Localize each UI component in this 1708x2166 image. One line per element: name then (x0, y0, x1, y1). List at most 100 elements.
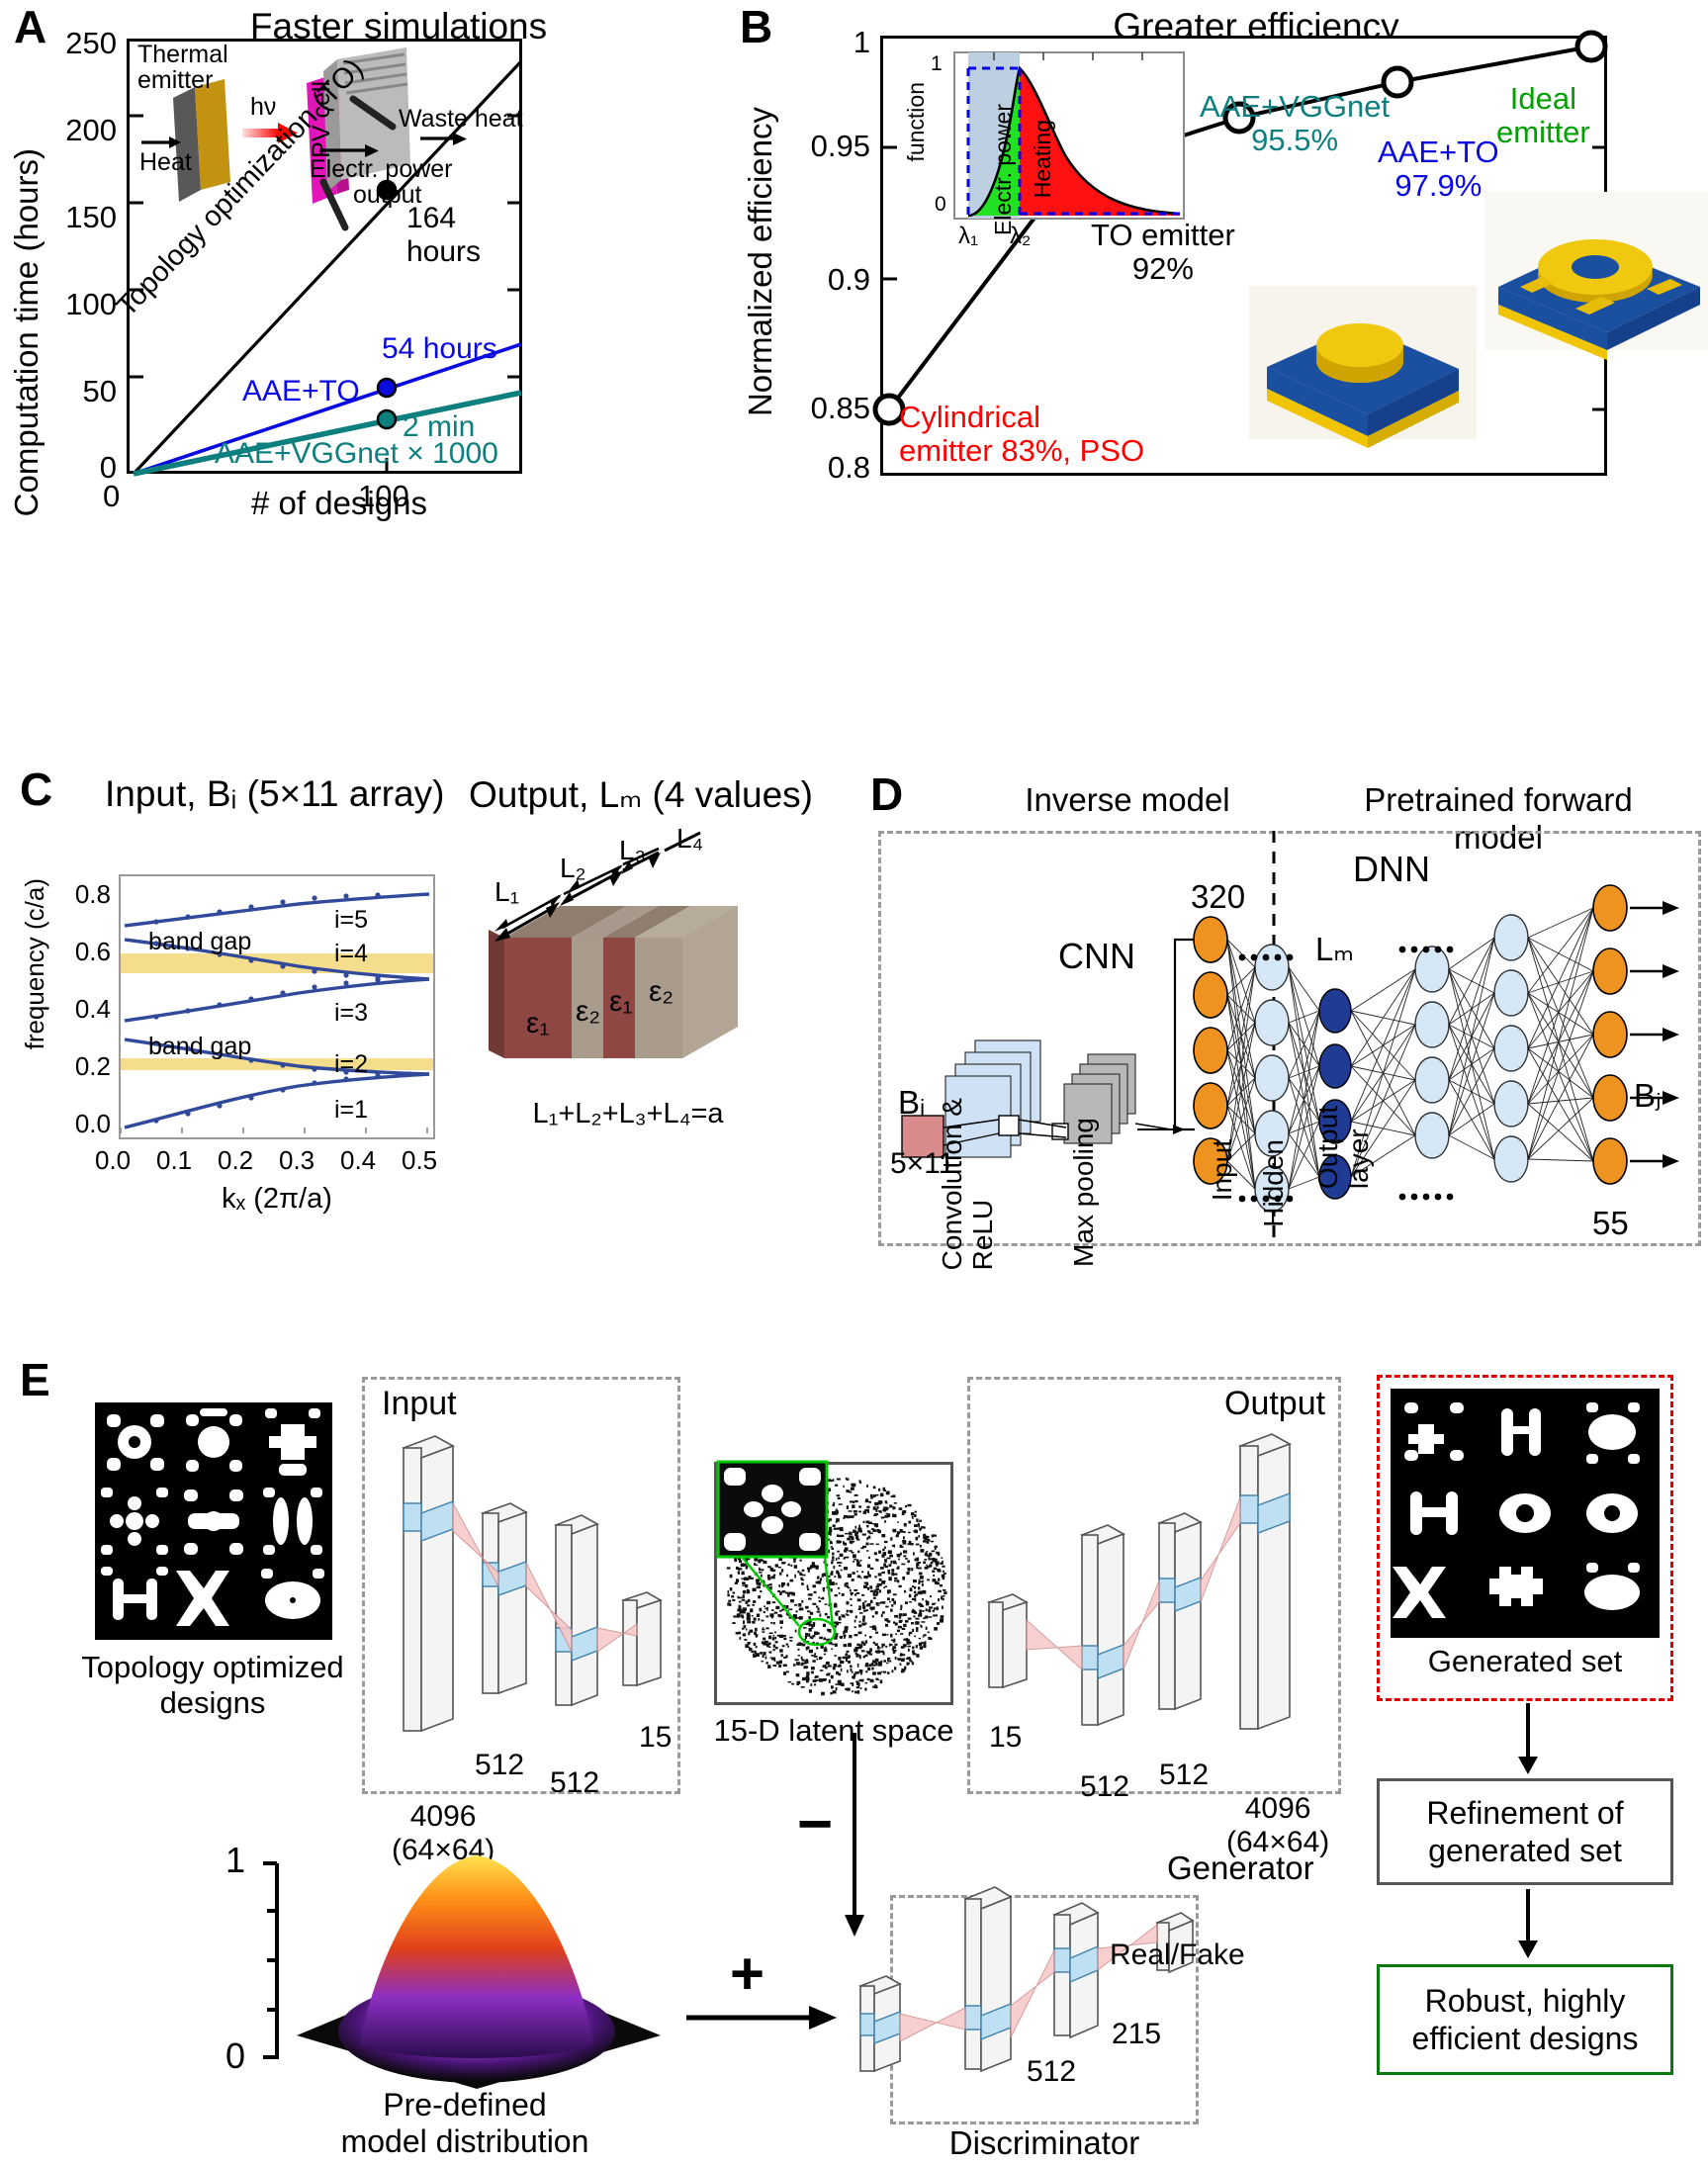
panel-e-latent-scatter (726, 1477, 947, 1696)
panel-c-eps2-b-label: ε₂ (649, 975, 674, 1008)
panel-e-arrow-minus-down (845, 1733, 864, 1937)
panel-d-model-box (878, 831, 1701, 1246)
panel-c-ytick-04: 0.4 (74, 994, 111, 1024)
panel-d-320-label: 320 (1191, 878, 1246, 915)
panel-e-generator-label: Generator (1167, 1850, 1314, 1886)
panel-e-gaussian-surface (297, 1855, 661, 2089)
panel-b-inset-heating-label: Heating (1030, 120, 1055, 199)
panel-d-max-pooling-label: Max pooling (1068, 1118, 1099, 1267)
panel-c-letter: C (20, 764, 53, 815)
panel-c-band-label-i2: i=2 (334, 1050, 369, 1078)
panel-c-band-label-i3: i=3 (334, 999, 369, 1027)
panel-e-encoder-size-15: 15 (639, 1721, 673, 1754)
panel-b-to-emitter-render (1484, 192, 1708, 360)
panel-b-plot-area: function 1 0 (872, 30, 1708, 476)
panel-a-ytick-150: 150 (65, 200, 117, 234)
panel-c-band-label-i5: i=5 (334, 906, 369, 934)
panel-b-ytick-08: 0.8 (827, 450, 870, 485)
panel-d-bj-label: Bⱼ (1634, 1077, 1662, 1114)
panel-a-ytick-0: 0 (99, 450, 117, 485)
panel-c-band-svg (120, 892, 433, 1133)
panel-a-waste-heat-label: Waste heat (399, 105, 523, 133)
panel-e-encoder-size-512b: 512 (550, 1766, 600, 1799)
panel-b-letter: B (740, 1, 773, 52)
panel-b-inset-lambda1: λ₁ (958, 223, 979, 249)
panel-e-minus-symbol: − (797, 1790, 834, 1858)
panel-e-plus-symbol: + (730, 1940, 765, 2007)
panel-b-ytick-1: 1 (853, 25, 870, 59)
panel-b-inset-ybot: 0 (935, 193, 946, 216)
panel-e-input-label: Input (382, 1385, 457, 1422)
panel-a-ytick-250: 250 (65, 26, 117, 60)
panel-e-decoder-size-15: 15 (989, 1721, 1023, 1754)
panel-c-xtick-05: 0.5 (402, 1145, 438, 1175)
panel-b-cylindrical-emitter-render (1249, 286, 1477, 448)
panel-d-layer-input-label: Input (1207, 1139, 1237, 1202)
panel-c-xtick-01: 0.1 (156, 1145, 193, 1175)
panel-b-inset-spectrum: function 1 0 (903, 46, 1185, 249)
panel-c-xtick-03: 0.3 (279, 1145, 315, 1175)
panel-c-xlabel: kₓ (2π/a) (222, 1183, 332, 1215)
panel-e-discriminator-svg (858, 1886, 1195, 2073)
panel-b-inset-svg (953, 51, 1185, 220)
panel-c-ytick-08: 0.8 (74, 879, 111, 909)
panel-c-eps1-a-label: ε₁ (526, 1007, 550, 1039)
panel-e-generated-set-grid (1391, 1389, 1660, 1638)
panel-c-layer-stack-arrows (494, 831, 701, 942)
panel-e-discriminator-size-512: 512 (1027, 2055, 1077, 2088)
panel-d-inverse-title: Inverse model (1025, 781, 1230, 818)
panel-e-realfake-label: Real/Fake (1110, 1939, 1245, 1971)
panel-b-inset-ytop: 1 (931, 52, 943, 75)
panel-a-aae-to-hours-label: 54 hours (382, 332, 497, 365)
panel-c-ytick-02: 0.2 (74, 1051, 111, 1081)
panel-e-output-label: Output (1224, 1385, 1326, 1422)
panel-e-encoder-svg (402, 1435, 663, 1733)
panel-c-ytick-06: 0.6 (74, 937, 111, 966)
panel-c-L3-label: L₃ (619, 835, 646, 865)
panel-d-dnn-label: DNN (1353, 849, 1430, 889)
panel-d-letter: D (870, 768, 904, 820)
panel-a-aae-vgg-min-label: 2 min (403, 410, 476, 443)
panel-a-aae-vgg-series-label: AAE+VGGnet × 1000 (215, 437, 498, 470)
panel-c-xtick-04: 0.4 (340, 1145, 377, 1175)
panel-b-ylabel: Normalized efficiency (742, 107, 778, 417)
panel-b-inset-ylabel: function (903, 82, 929, 162)
panel-c-eps2-a-label: ε₂ (576, 995, 601, 1028)
panel-e-decoder-size-512b: 512 (1159, 1759, 1210, 1791)
panel-c-L2-label: L₂ (560, 853, 586, 883)
panel-e-refinement-box (1377, 1778, 1673, 1885)
panel-c-L4-label: L₄ (676, 823, 704, 854)
panel-e-arrow-to-refinement (1518, 1703, 1538, 1774)
panel-a-ytick-100: 100 (65, 287, 117, 321)
panel-e-encoder-size-4096: 4096(64×64) (392, 1800, 495, 1866)
panel-e-robust-box (1377, 1964, 1673, 2075)
panel-c-eps1-b-label: ε₁ (609, 985, 633, 1018)
panel-c-band-label-i1: i=1 (334, 1096, 369, 1124)
panel-b-ytick-085: 0.85 (810, 391, 870, 425)
panel-e-topology-designs-grid (95, 1402, 332, 1640)
panel-e-decoder-size-4096: 4096(64×64) (1226, 1792, 1330, 1858)
panel-e-decoder-svg (987, 1433, 1292, 1731)
panel-a-to-point-label: 164 hours (406, 202, 482, 268)
panel-d-forward-title: Pretrained forward model (1364, 781, 1633, 856)
panel-e-generated-set-label: Generated set (1427, 1644, 1623, 1678)
panel-c-sum-label: L₁+L₂+L₃+L₄=a (532, 1098, 724, 1129)
panel-d-55-label: 55 (1592, 1205, 1629, 1241)
panel-e-latent-label: 15-D latent space (713, 1713, 954, 1748)
panel-b-ytick-09: 0.9 (827, 262, 870, 297)
panel-e-distribution-axis: 1 0 (222, 1840, 297, 2081)
panel-a-xlabel: # of designs (251, 485, 427, 521)
panel-d-bi-label: Bᵢ (898, 1084, 926, 1121)
panel-e-latent-space-box (714, 1462, 953, 1705)
panel-b-inset-lambda2: λ₂ (1010, 223, 1032, 249)
panel-a-heat-label: Heat (139, 148, 192, 176)
panel-d-network-svg (901, 831, 1679, 1246)
panel-e-encoder-box (362, 1377, 680, 1794)
panel-b-inset-electr-power-label: Electr. power (990, 104, 1016, 235)
